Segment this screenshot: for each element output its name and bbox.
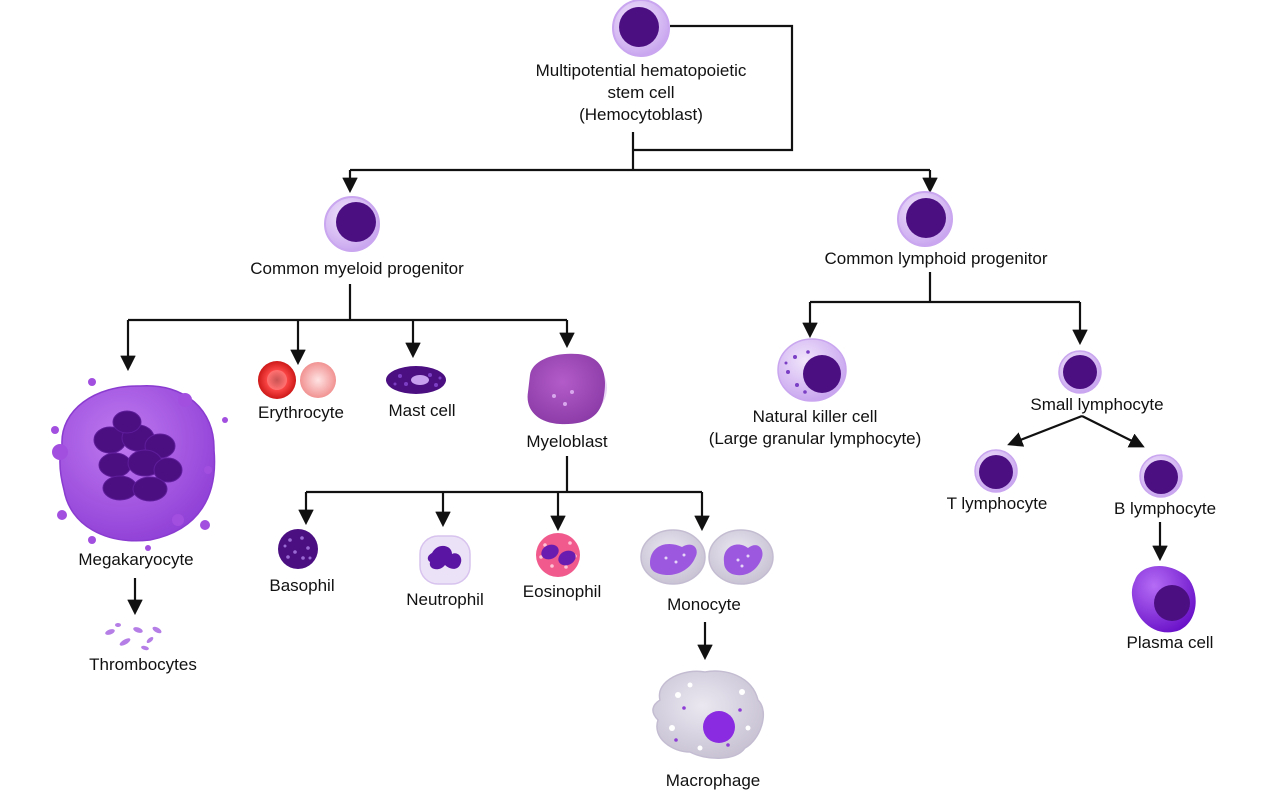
macrophage-icon	[652, 670, 764, 759]
erythrocyte-label: Erythrocyte	[258, 403, 344, 422]
b-lymphocyte-label: B lymphocyte	[1113, 499, 1217, 518]
nk-cell-label-line-2: (Large granular lymphocyte)	[708, 429, 922, 448]
small-lymphocyte-label: Small lymphocyte	[1030, 395, 1164, 414]
mast-cell-label: Mast cell	[388, 401, 456, 420]
thrombocytes-label: Thrombocytes	[89, 655, 197, 674]
erythrocyte-icon	[258, 361, 336, 399]
connector-lines	[120, 24, 1168, 661]
basophil-icon	[278, 529, 318, 569]
nk-cell-icon	[777, 338, 847, 402]
nk-cell-label: Natural killer cell (Large granular lymp…	[709, 406, 922, 450]
t-lymphocyte-label: T lymphocyte	[946, 494, 1048, 513]
basophil-label: Basophil	[269, 576, 335, 595]
neutrophil-label: Neutrophil	[406, 590, 484, 609]
stem-branch-line	[350, 132, 930, 172]
stem-cell-label-line-2: stem cell	[607, 83, 675, 102]
stem-cell-icon	[612, 0, 670, 57]
myeloid-progenitor-label: Common myeloid progenitor	[250, 259, 464, 278]
plasma-cell-icon	[1131, 565, 1196, 633]
macrophage-label: Macrophage	[665, 771, 761, 790]
myeloid-progenitor-icon	[324, 196, 380, 252]
myeloblast-label: Myeloblast	[526, 432, 608, 451]
megakaryocyte-icon	[51, 378, 228, 551]
lymphoid-branch-line	[810, 272, 1080, 304]
small-lymphocyte-icon	[1058, 350, 1102, 394]
monocyte-icon	[640, 529, 774, 585]
b-lymphocyte-icon	[1139, 454, 1183, 498]
myeloblast-branch-line	[306, 456, 702, 494]
t-lymphocyte-icon	[974, 449, 1018, 493]
nk-cell-label-line-1: Natural killer cell	[752, 407, 878, 426]
thrombocytes-icon	[105, 623, 162, 651]
arrow-to-b-lymphocyte	[1081, 415, 1145, 448]
myeloblast-icon	[527, 353, 607, 425]
myeloid-branch-line	[128, 284, 567, 322]
arrow-to-t-lymphocyte	[1007, 414, 1083, 447]
eosinophil-label: Eosinophil	[522, 582, 602, 601]
megakaryocyte-label: Megakaryocyte	[78, 550, 194, 569]
stem-cell-label-line-1: Multipotential hematopoietic	[535, 61, 747, 80]
monocyte-label: Monocyte	[667, 595, 741, 614]
plasma-cell-label: Plasma cell	[1126, 633, 1214, 652]
lymphoid-progenitor-icon	[897, 191, 953, 247]
lymphoid-progenitor-label: Common lymphoid progenitor	[824, 249, 1048, 268]
mast-cell-icon	[386, 366, 446, 394]
self-renewal-loop	[633, 24, 794, 152]
stem-cell-label: Multipotential hematopoietic stem cell (…	[536, 60, 747, 126]
stem-cell-label-line-3: (Hemocytoblast)	[579, 105, 703, 124]
eosinophil-icon	[536, 533, 580, 577]
neutrophil-icon	[419, 535, 471, 585]
